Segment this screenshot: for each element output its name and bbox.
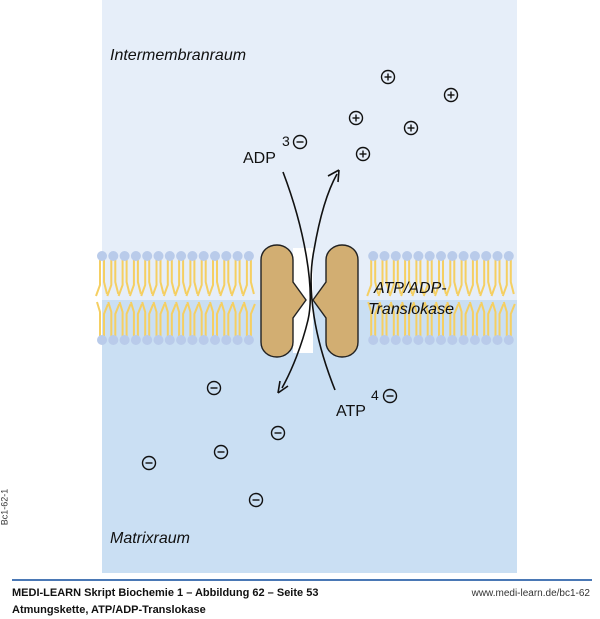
lipid: [490, 251, 505, 345]
lipid: [388, 251, 403, 345]
lipid: [162, 251, 177, 345]
intermembrane-label: Intermembranraum: [110, 47, 247, 64]
positive-ion-icon: [348, 110, 364, 126]
lipid: [151, 251, 166, 345]
negative-ion-icon: [213, 444, 229, 460]
atp-charge: 4: [371, 387, 379, 403]
lipid: [117, 251, 132, 345]
translocase-label-1: ATP/ADP-: [374, 280, 447, 297]
negative-ion-icon: [270, 425, 286, 441]
lipid: [219, 251, 234, 345]
lipid: [467, 251, 482, 345]
arrowhead-icon: [277, 380, 289, 394]
lipid: [140, 251, 155, 345]
lipid: [377, 251, 392, 345]
adp-label: ADP: [243, 150, 276, 167]
adp-charge: 3: [282, 133, 290, 149]
lipid: [106, 251, 121, 345]
lipid: [366, 251, 381, 345]
lipid: [445, 251, 460, 345]
lipid: [174, 251, 189, 345]
positive-ion-icon: [380, 69, 396, 85]
arrowhead-icon: [327, 169, 340, 183]
translocase-protein-right: [312, 244, 359, 358]
positive-ion-icon: [355, 146, 371, 162]
negative-ion-icon: [248, 492, 264, 508]
translocase-protein-left: [260, 244, 307, 358]
lipid: [230, 251, 245, 345]
footer-url[interactable]: www.medi-learn.de/bc1-62: [471, 588, 590, 599]
positive-ion-icon: [443, 87, 459, 103]
translocase-label-2: Translokase: [368, 301, 454, 318]
matrix-label: Matrixraum: [110, 530, 191, 547]
negative-ion-icon: [141, 455, 157, 471]
side-code: Bc1-62-1: [0, 488, 10, 526]
lipid: [422, 251, 437, 345]
lipid: [128, 251, 143, 345]
negative-ion-icon: [206, 380, 222, 396]
lipid: [400, 251, 415, 345]
lipid: [208, 251, 222, 345]
adp-import-arrow: [281, 171, 311, 389]
lipid: [185, 251, 200, 345]
negative-ion-icon: [382, 388, 398, 404]
footer-title: MEDI-LEARN Skript Biochemie 1 – Abbildun…: [12, 587, 319, 599]
atp-label: ATP: [336, 403, 366, 420]
lipid: [501, 251, 516, 345]
atp-export-arrow: [310, 173, 338, 391]
footer-subtitle: Atmungskette, ATP/ADP-Translokase: [12, 604, 206, 616]
lipid: [434, 251, 448, 345]
lipid: [196, 251, 211, 345]
positive-ion-icon: [403, 120, 419, 136]
lipid: [241, 251, 256, 345]
lipid: [411, 251, 426, 345]
lipid: [479, 251, 494, 345]
negative-ion-icon: [292, 134, 308, 150]
lipid: [95, 251, 109, 345]
lipid: [456, 251, 471, 345]
lipid-bilayer: [95, 251, 516, 345]
